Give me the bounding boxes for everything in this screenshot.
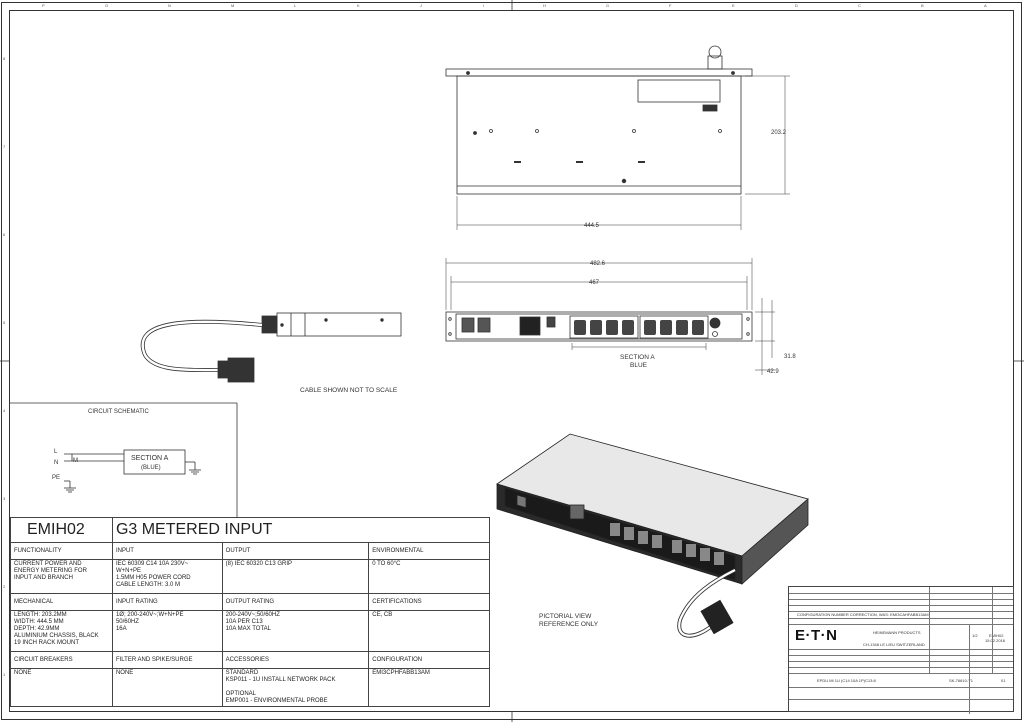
zone-number: 8 [3,56,6,61]
drawing-number: SK-76610-Y1 [949,678,974,683]
drawing-model-code: EMIH02 [989,633,1004,638]
header-functionality: FUNCTIONALITY [10,542,113,560]
zone-letter: J [420,3,422,8]
sheet-number: 01 [1001,678,1006,683]
dim-mount-pitch-label: 467 [589,280,600,286]
zone-number: 4 [3,408,6,413]
zone-number: 6 [3,232,6,237]
drawing-scale: 1/2 [972,633,978,638]
outlet-group-1 [574,320,634,335]
top-view [445,45,790,230]
zone-number: 1 [3,672,6,677]
circuit-schematic [10,402,238,517]
header-mechanical: MECHANICAL [10,593,113,611]
value-environmental: 0 TO 60°C [368,559,490,594]
zone-letter: A [984,3,987,8]
value-configuration: EMI3CPHFABB13AM [368,668,490,707]
header-filter: FILTER AND SPIKE/SURGE [111,651,223,669]
designation: EPDU MI 1U (C14 10A 1P)C13:8 [817,678,876,683]
dim-width-label: 444.5 [584,223,600,229]
zone-number: 7 [3,144,6,149]
value-certifications: CE, CB [368,610,490,652]
dim-overall-width-label: 482.6 [590,261,606,267]
header-accessories: ACCESSORIES [221,651,370,669]
header-output-rating: OUTPUT RATING [221,593,370,611]
schematic-section-color: (BLUE) [141,465,161,471]
zone-letter: L [294,3,297,8]
sheet-border-inner [9,10,1014,712]
value-accessories: STANDARD KSP011 - 1U INSTALL NETWORK PAC… [221,668,370,707]
cable-note: CABLE SHOWN NOT TO SCALE [300,387,398,394]
value-functionality: CURRENT POWER AND ENERGY METERING FOR IN… [10,559,113,594]
value-circuit-breakers: NONE [10,668,113,707]
value-mechanical: LENGTH: 203.2MM WIDTH: 444.5 MM DEPTH: 4… [10,610,113,652]
schematic-line-m: M [73,458,78,464]
header-environmental: ENVIRONMENTAL [368,542,490,560]
schematic-line-pe: PE [52,475,60,481]
spec-title: G3 METERED INPUT [111,517,491,543]
revision-note: CONFIGURATION NUMBER CORRECTION, WAS: EM… [797,612,929,617]
value-output: (8) IEC 60320 C13 GRIP [221,559,370,594]
value-input: IEC 60309 C14 10A 230V~ W+N+PE 1.5MM H05… [111,559,223,594]
schematic-section-label: SECTION A [131,455,169,462]
section-a-color: BLUE [630,362,648,369]
dim-side-label: 42.9 [767,369,779,375]
schematic-line-l: L [54,449,58,455]
outlet-group-2 [644,320,704,335]
zone-number: 2 [3,584,6,589]
zone-letter: I [483,3,485,8]
dim-depth-label: 203.2 [771,130,787,136]
front-view [445,258,775,375]
company-logo: E·T·N [795,627,838,644]
zone-letter: B [921,3,924,8]
zone-letter: D [795,3,798,8]
company-address: CH-1348 LE LIEU SWITZERLAND [863,642,925,647]
header-circuit-breakers: CIRCUIT BREAKERS [10,651,113,669]
pictorial-view [496,433,809,638]
zone-letter: F [669,3,672,8]
header-configuration: CONFIGURATION [368,651,490,669]
value-filter: NONE [111,668,223,707]
zone-letter: H [543,3,546,8]
section-a-label: SECTION A [620,354,655,361]
zone-letter: K [357,3,360,8]
pictorial-view-label: PICTORIAL VIEW [539,613,592,620]
header-input: INPUT [111,542,223,560]
drawing-date: 15.02.2016 [985,638,1006,643]
header-input-rating: INPUT RATING [111,593,223,611]
zone-letter: E [732,3,735,8]
spec-table: EMIH02 G3 METERED INPUT FUNCTIONALITY IN… [10,517,491,707]
zone-number: 3 [3,496,6,501]
value-output-rating: 200-240V~;50/60HZ 10A PER C13 10A MAX TO… [221,610,370,652]
title-block: CONFIGURATION NUMBER CORRECTION, WAS: EM… [788,586,1014,714]
schematic-title: CIRCUIT SCHEMATIC [88,409,149,415]
model-code: EMIH02 [10,517,113,543]
side-view [140,312,402,383]
value-input-rating: 1Ø; 200-240V~;W+N+PE 50/60HZ 16A [111,610,223,652]
zone-letter: N [168,3,171,8]
zone-number: 5 [3,320,6,325]
company-name: HEINEMANN PRODUCTS [873,630,921,635]
zone-letter: M [231,3,235,8]
reference-only-label: REFERENCE ONLY [539,621,599,628]
zone-letter: C [858,3,861,8]
header-output: OUTPUT [221,542,370,560]
schematic-line-n: N [54,460,58,466]
dim-height-label: 31.8 [784,354,796,360]
zone-letter: G [606,3,610,8]
header-certifications: CERTIFICATIONS [368,593,490,611]
zone-letter: O [105,3,109,8]
zone-letter: P [42,3,45,8]
